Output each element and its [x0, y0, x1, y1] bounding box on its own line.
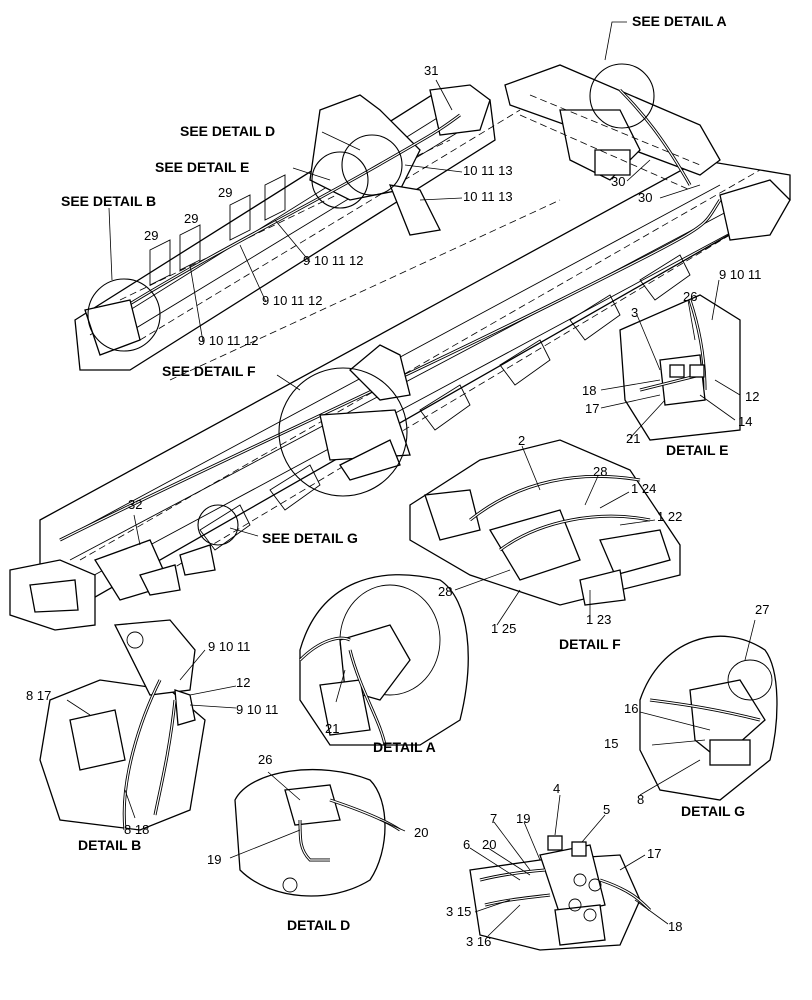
detail-a-title: DETAIL A	[373, 739, 436, 755]
main-frame-toolbar	[9, 159, 791, 631]
callout-14-detail-e: 14	[738, 414, 753, 429]
callout-26-detail-e: 26	[683, 289, 698, 304]
callout-2-detail-f: 2	[518, 433, 526, 448]
callout-26-detail-d: 26	[258, 752, 273, 767]
callout-29-a: 29	[218, 185, 233, 200]
callout-27-detail-g: 27	[755, 602, 770, 617]
callout-5: 5	[603, 802, 611, 817]
callout-30-lower: 30	[638, 190, 653, 205]
callout-15-detail-g: 15	[604, 736, 619, 751]
callout-4: 4	[553, 781, 561, 796]
callout-21-detail-a: 21	[325, 721, 340, 736]
callout-20-detail-d: 20	[414, 825, 429, 840]
callout-17-detail-e: 17	[585, 401, 600, 416]
callout-8-18-detail-b: 8 18	[124, 822, 150, 837]
callout-31: 31	[424, 63, 439, 78]
callout-21-detail-e: 21	[626, 431, 641, 446]
see-detail-e-label: SEE DETAIL E	[155, 159, 250, 175]
callout-20: 20	[482, 837, 497, 852]
callout-32: 32	[128, 497, 143, 512]
see-detail-b-label: SEE DETAIL B	[61, 193, 157, 209]
detail-f-title: DETAIL F	[559, 636, 621, 652]
callout-3-15: 3 15	[446, 904, 472, 919]
callout-9-10-11-detail-b-lower: 9 10 11	[236, 702, 279, 717]
see-detail-d-label: SEE DETAIL D	[180, 123, 276, 139]
detail-a-drawing	[298, 574, 469, 746]
callout-7: 7	[490, 811, 498, 826]
detail-e-title: DETAIL E	[666, 442, 729, 458]
callout-12-detail-b: 12	[236, 675, 251, 690]
detail-b-drawing	[39, 619, 206, 831]
callout-19-detail-d: 19	[207, 852, 222, 867]
detail-g-drawing	[639, 635, 778, 801]
detail-d-drawing	[234, 769, 401, 897]
callout-1-24: 1 24	[631, 481, 657, 496]
upper-wing-assembly	[74, 84, 521, 371]
callout-8-detail-g: 8	[637, 792, 645, 807]
callout-1-23: 1 23	[586, 612, 612, 627]
detail-f-drawing	[409, 439, 681, 606]
detail-e-drawing	[619, 294, 741, 441]
detail-d-title: DETAIL D	[287, 917, 351, 933]
callout-10-11-13-upper: 10 11 13	[463, 163, 513, 178]
see-detail-f-label: SEE DETAIL F	[162, 363, 256, 379]
valve-block-drawing	[469, 835, 652, 951]
callout-28-detail-f-lower: 28	[438, 584, 453, 599]
callout-10-11-13-lower: 10 11 13	[463, 189, 513, 204]
detail-g-title: DETAIL G	[681, 803, 746, 819]
callout-19: 19	[516, 811, 531, 826]
callout-18-detail-e: 18	[582, 383, 597, 398]
callout-16-detail-g: 16	[624, 701, 639, 716]
callout-6: 6	[463, 837, 471, 852]
callout-1-25: 1 25	[491, 621, 517, 636]
leader-lines	[66, 21, 756, 937]
callout-3-detail-e: 3	[631, 305, 639, 320]
callout-17: 17	[647, 846, 662, 861]
callout-28-detail-f-upper: 28	[593, 464, 608, 479]
callout-9-10-11-12-a: 9 10 11 12	[303, 253, 364, 268]
callout-29-c: 29	[144, 228, 159, 243]
callout-30-upper: 30	[611, 174, 626, 189]
callout-12-detail-e: 12	[745, 389, 760, 404]
callout-1-22: 1 22	[657, 509, 683, 524]
see-detail-g-label: SEE DETAIL G	[262, 530, 358, 546]
detail-circles	[87, 63, 655, 546]
callout-29-b: 29	[184, 211, 199, 226]
callout-3-16: 3 16	[466, 934, 492, 949]
see-detail-a-label: SEE DETAIL A	[632, 13, 727, 29]
callout-9-10-11-detail-b-upper: 9 10 11	[208, 639, 251, 654]
callout-9-10-11-12-b: 9 10 11 12	[262, 293, 323, 308]
detail-b-title: DETAIL B	[78, 837, 142, 853]
callout-8-17-detail-b: 8 17	[26, 688, 52, 703]
callout-9-10-11-detail-e: 9 10 11	[719, 267, 762, 282]
callout-9-10-11-12-c: 9 10 11 12	[198, 333, 259, 348]
callout-18: 18	[668, 919, 683, 934]
